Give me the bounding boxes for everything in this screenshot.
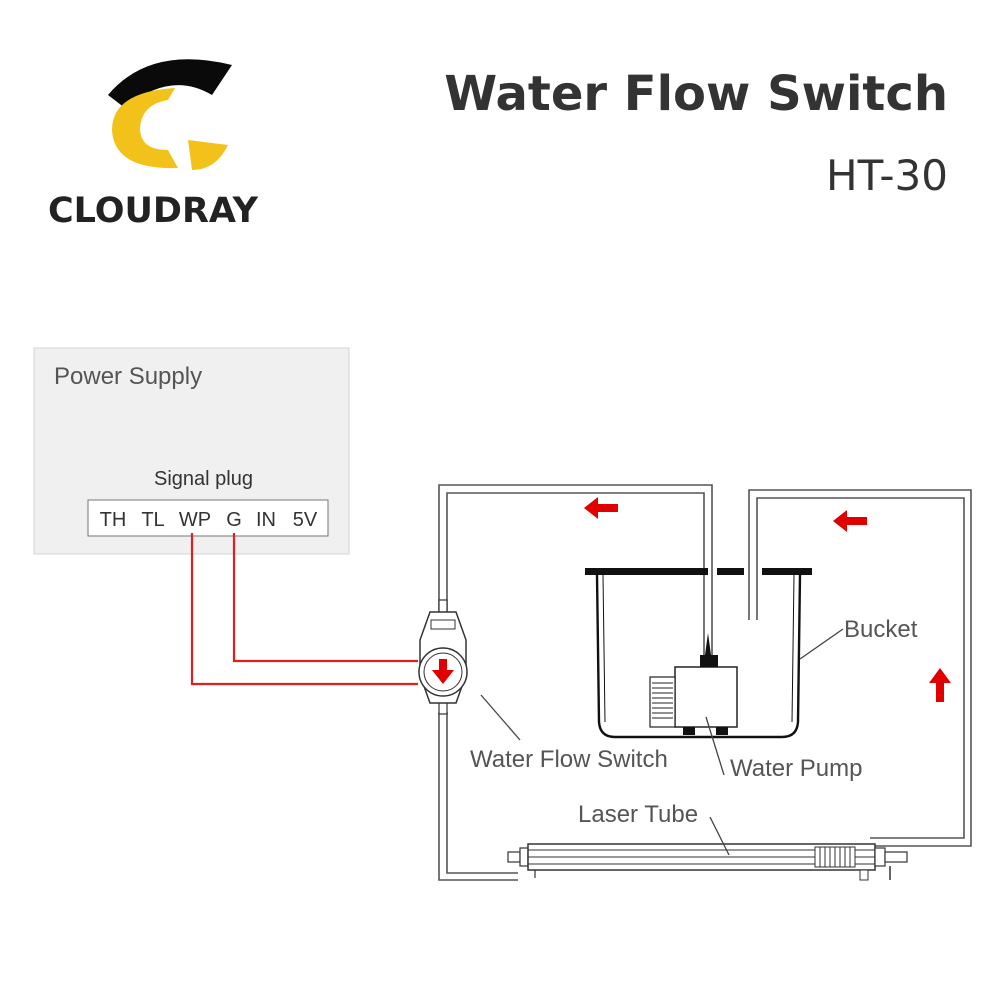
signal-plug-label: Signal plug [154,468,253,490]
pin-in: IN [256,509,276,531]
flow-switch-leader [480,694,521,741]
water-pump [649,633,738,735]
laser-tube-label: Laser Tube [578,801,698,828]
pin-th: TH [100,509,127,531]
pin-5v: 5V [293,509,318,531]
laser-tube [507,843,908,881]
water-flow-switch-label: Water Flow Switch [470,746,668,773]
pin-tl: TL [141,509,164,531]
arrow-left-icon [584,497,618,519]
logo-gold-crescent [112,88,178,169]
wire-g [232,533,418,663]
water-pipe-loop [438,484,972,881]
bucket-leader [799,628,844,660]
logo-gold-wedge [188,140,228,170]
water-pump-label: Water Pump [730,755,862,782]
pump-leader [705,716,725,776]
bucket-label: Bucket [844,616,918,643]
flow-switch-device [418,599,468,715]
arrow-left-icon [833,510,867,532]
arrow-up-icon [929,668,951,702]
bucket [585,568,812,739]
laser-tube-leader [709,816,730,856]
logo-dark-arc [108,59,232,108]
pin-wp: WP [179,509,211,531]
brand-name: CLOUDRAY [48,191,259,231]
pin-g: G [226,509,242,531]
signal-plug-connector [87,499,329,537]
page-title: Water Flow Switch [444,66,948,122]
model-number: HT-30 [826,151,948,200]
arrow-down-icon [432,659,454,684]
power-supply-title: Power Supply [54,363,202,390]
cloudray-logo: CLOUDRAY [48,59,259,231]
wire-wp [190,533,418,686]
